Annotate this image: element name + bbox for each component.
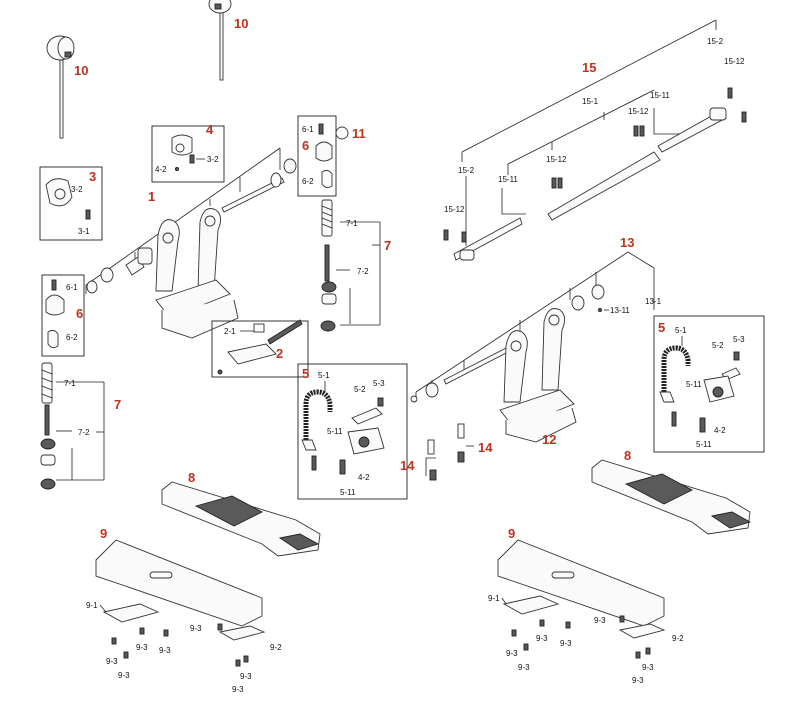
label-5-3-right: 5-3 (733, 335, 745, 344)
label-7-2-top: 7-2 (357, 267, 369, 276)
spring-7-top (320, 199, 337, 332)
label-9-1-right: 9-1 (488, 594, 500, 603)
label-9-3-left-4: 9-3 (159, 646, 171, 655)
spring-7-left (40, 362, 56, 490)
box-part-5-left (297, 363, 408, 500)
callout-14-left: 14 (400, 458, 415, 473)
label-15-12-d: 15-12 (724, 57, 745, 66)
label-9-3-right-5: 9-3 (594, 616, 606, 625)
bolts-14 (427, 423, 465, 481)
callout-12: 12 (542, 432, 556, 447)
label-6-2-left: 6-2 (66, 333, 78, 342)
callout-8-right: 8 (624, 448, 631, 463)
box-part-2 (211, 320, 309, 378)
label-15-12-b: 15-12 (546, 155, 567, 164)
callout-5-left: 5 (302, 366, 309, 381)
label-2-1: 2-1 (224, 327, 236, 336)
heelplate-9-right (497, 539, 666, 639)
label-9-2-right: 9-2 (672, 634, 684, 643)
heelplate-9-left (95, 539, 266, 641)
label-9-3-left-7: 9-3 (232, 685, 244, 694)
beater-10-left (46, 35, 75, 139)
label-3-2: 3-2 (71, 185, 83, 194)
label-15-2-top: 15-2 (707, 37, 724, 46)
pedal-frame-1 (85, 147, 297, 339)
label-7-1-top: 7-1 (346, 219, 358, 228)
callout-6-left: 6 (76, 306, 83, 321)
label-9-2-left: 9-2 (270, 643, 282, 652)
callout-11: 11 (352, 126, 366, 141)
callout-4: 4 (206, 122, 214, 137)
label-4-3-2: 3-2 (207, 155, 219, 164)
label-15-12-a: 15-12 (628, 107, 649, 116)
label-3-1: 3-1 (78, 227, 90, 236)
label-9-3-right-2: 9-3 (518, 663, 530, 672)
label-15-1: 15-1 (582, 97, 599, 106)
callout-2: 2 (276, 346, 283, 361)
label-13-1: 13-1 (645, 297, 662, 306)
label-5-11-right-a: 5-11 (686, 380, 702, 389)
pedal-frame-12 (410, 251, 655, 443)
label-5-2-right: 5-2 (712, 341, 724, 350)
callout-13: 13 (620, 235, 634, 250)
box-part-5-right (653, 315, 765, 453)
box-part-6-top (297, 115, 337, 197)
label-6-2-top: 6-2 (302, 177, 314, 186)
label-15-12-c: 15-12 (444, 205, 465, 214)
label-15-11-b: 15-11 (498, 175, 518, 184)
label-5-11-left-a: 5-11 (327, 427, 343, 436)
callout-15: 15 (582, 60, 596, 75)
label-9-3-right-6: 9-3 (642, 663, 654, 672)
label-9-3-right-1: 9-3 (506, 649, 518, 658)
label-9-3-left-1: 9-3 (106, 657, 118, 666)
box-part-6-left (41, 274, 85, 357)
footboard-8-right (591, 459, 752, 535)
label-4-2-right: 4-2 (714, 426, 726, 435)
label-7-2-left: 7-2 (78, 428, 90, 437)
label-4-2: 4-2 (155, 165, 167, 174)
label-9-3-left-6: 9-3 (240, 672, 252, 681)
label-9-3-left-2: 9-3 (118, 671, 130, 680)
label-9-3-right-4: 9-3 (560, 639, 572, 648)
box-part-4 (151, 125, 225, 183)
label-5-3-left: 5-3 (373, 379, 385, 388)
callout-5-right: 5 (658, 320, 665, 335)
label-9-1-left: 9-1 (86, 601, 98, 610)
callout-1: 1 (148, 189, 155, 204)
label-9-3-right-7: 9-3 (632, 676, 644, 685)
callout-3: 3 (89, 169, 96, 184)
callout-14-right: 14 (478, 440, 493, 455)
label-9-3-left-3: 9-3 (136, 643, 148, 652)
label-6-1-top: 6-1 (302, 125, 314, 134)
callout-6-top: 6 (302, 138, 309, 153)
label-13-11: 13-11 (610, 306, 630, 315)
label-5-11-right-b: 5-11 (696, 440, 712, 449)
callout-9-right: 9 (508, 526, 515, 541)
drive-linkage-15 (443, 19, 747, 261)
label-15-11-a: 15-11 (650, 91, 670, 100)
beater-10-top (208, 0, 232, 81)
callout-10-top: 10 (234, 16, 248, 31)
callout-7-top: 7 (384, 238, 391, 253)
label-5-1-right: 5-1 (675, 326, 687, 335)
label-5-11-left-b: 5-11 (340, 488, 356, 497)
label-5-1-left: 5-1 (318, 371, 330, 380)
footboard-8-left (161, 481, 321, 557)
label-7-1-left: 7-1 (64, 379, 76, 388)
label-9-3-left-5: 9-3 (190, 624, 202, 633)
hoop-clamp-3 (45, 178, 91, 220)
callout-8-left: 8 (188, 470, 195, 485)
label-6-1-left: 6-1 (66, 283, 78, 292)
label-5-2-left: 5-2 (354, 385, 366, 394)
callout-7-left: 7 (114, 397, 121, 412)
cam-4 (171, 134, 195, 164)
label-4-2-left: 4-2 (358, 473, 370, 482)
box-part-3 (39, 166, 103, 241)
callout-9-left: 9 (100, 526, 107, 541)
callout-10-left: 10 (74, 63, 88, 78)
label-9-3-right-3: 9-3 (536, 634, 548, 643)
label-15-2-left: 15-2 (458, 166, 475, 175)
